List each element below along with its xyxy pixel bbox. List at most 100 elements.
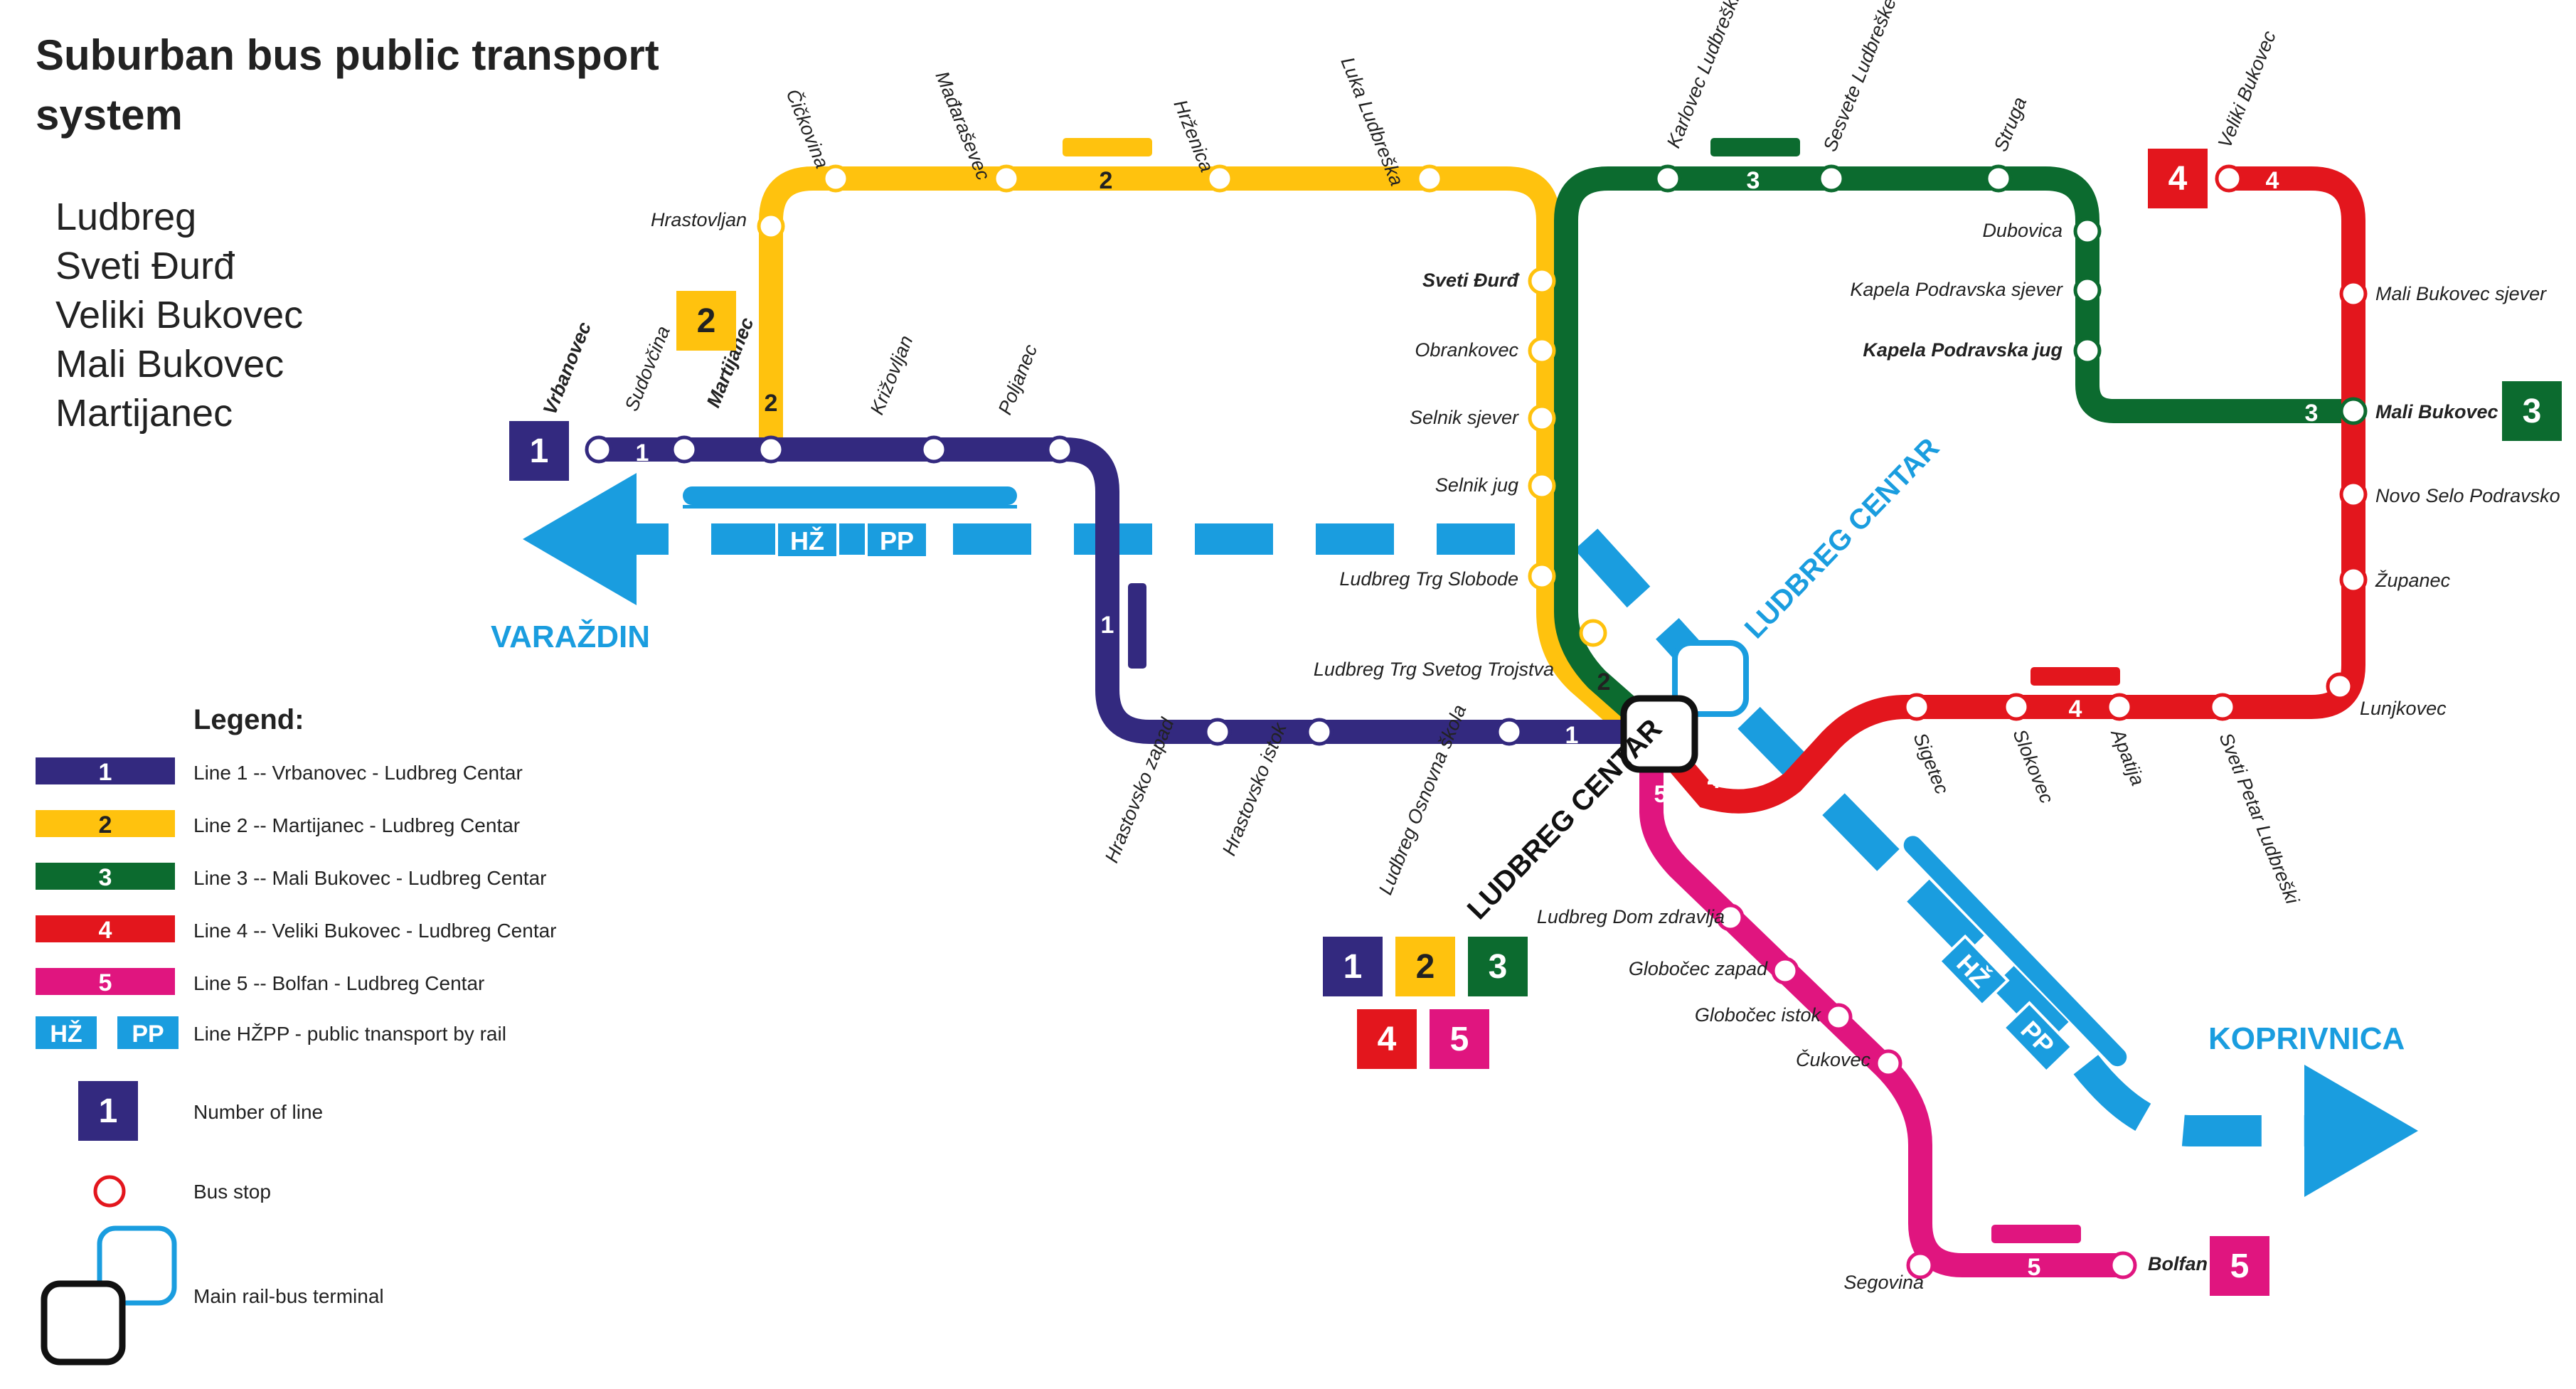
stop-label: Sveti Đurđ xyxy=(1422,270,1521,291)
svg-text:4: 4 xyxy=(1378,1021,1397,1058)
bus-icon xyxy=(2031,667,2120,686)
legend-terminal: Main rail-bus terminal xyxy=(193,1285,384,1307)
svg-text:3: 3 xyxy=(1489,948,1508,986)
bus-icon xyxy=(1991,1225,2081,1243)
bus-stop xyxy=(1045,435,1074,464)
bus-stop xyxy=(1716,903,1745,932)
stop-label: Lunjkovec xyxy=(2360,698,2447,719)
title-line-2: system xyxy=(36,91,183,139)
line-5 xyxy=(1639,750,2123,1277)
stop-label: Poljanec xyxy=(994,341,1042,418)
line-badge-2 xyxy=(676,291,736,351)
svg-text:3: 3 xyxy=(99,864,112,891)
line-number-squares: 1 2 3 4 5 1 2 3 4 5 xyxy=(509,149,2562,1296)
stop-label: Apatija xyxy=(2107,725,2149,789)
svg-text:1: 1 xyxy=(99,1092,118,1130)
stop-label: Obrankovec xyxy=(1415,339,1518,361)
line-3 xyxy=(1554,166,2354,742)
stop-label: Segovina xyxy=(1843,1272,1924,1293)
stop-label: Karlovec Ludbreški xyxy=(1663,0,1744,151)
svg-text:2: 2 xyxy=(1416,948,1435,986)
bus-stop xyxy=(1528,267,1556,295)
stop-label: Ludbreg Trg Slobode xyxy=(1339,568,1518,590)
stop-label: Ludbreg Trg Svetog Trojstva xyxy=(1314,659,1554,680)
stop-label: Kapela Podravska sjever xyxy=(1850,279,2063,300)
bus-stop xyxy=(2073,276,2102,304)
svg-text:5: 5 xyxy=(99,969,112,996)
stop-label: Selnik sjever xyxy=(1410,407,1519,428)
svg-text:1: 1 xyxy=(530,432,549,470)
bus-stop xyxy=(1528,472,1556,500)
stop-label: Čukovec xyxy=(1796,1048,1871,1070)
track-number-5: 5 xyxy=(2028,1254,2041,1281)
bus-stop xyxy=(1771,957,1799,985)
stop-label: Sveti Petar Ludbreški xyxy=(2215,730,2303,908)
stop-label: Kapela Podravska jug xyxy=(1863,339,2063,361)
bus-stop xyxy=(2109,1251,2137,1279)
stop-label: Vrbanovec xyxy=(539,319,595,417)
legend-item-rail: Line HŽPP - public tnansport by rail xyxy=(193,1023,506,1045)
stop-label: Mali Bukovec xyxy=(2375,401,2498,422)
bus-stop xyxy=(1415,164,1444,193)
bus-icon xyxy=(1710,138,1800,156)
bus-stop xyxy=(1902,693,1931,721)
bus-stop xyxy=(757,435,785,464)
bus-stop xyxy=(1874,1049,1902,1077)
stop-label: Hrastovljan xyxy=(651,209,747,230)
track-number-5: 5 xyxy=(1654,781,1668,808)
bus-stop xyxy=(1203,718,1232,746)
bus-stop xyxy=(1579,619,1607,647)
arrow-west-icon xyxy=(523,473,637,605)
svg-text:HŽ: HŽ xyxy=(50,1021,82,1048)
svg-text:4: 4 xyxy=(2168,160,2188,198)
stop-label: Sigetec xyxy=(1909,730,1953,797)
rail-badges-east: HŽ PP xyxy=(1937,934,2074,1074)
track-number-3: 3 xyxy=(1622,654,1636,681)
bus-stops xyxy=(585,164,2368,1279)
legend-item-5: Line 5 -- Bolfan - Ludbreg Centar xyxy=(193,972,484,994)
svg-text:5: 5 xyxy=(2230,1247,2250,1285)
bus-stop xyxy=(1528,336,1556,365)
hz-badge xyxy=(775,521,839,559)
city-koprivnica: KOPRIVNICA xyxy=(2208,1021,2405,1056)
stop-label: Globočec istok xyxy=(1695,1004,1822,1026)
municipality-item: Ludbreg xyxy=(55,196,196,238)
bus-stop-icon xyxy=(93,1175,126,1208)
stop-label: Sudovčina xyxy=(621,323,674,414)
stop-label: Veliki Bukovec xyxy=(2214,28,2280,151)
bus-stop xyxy=(1906,1251,1934,1279)
legend: Legend: 1 Line 1 -- Vrbanovec - Ludbreg … xyxy=(36,704,557,1366)
rail-line: VARAŽDIN KOPRIVNICA HŽ PP HŽ PP xyxy=(491,473,2418,1197)
line-badge-3 xyxy=(2502,381,2562,441)
stop-label: Slokovec xyxy=(2008,726,2058,807)
legend-number-of-line: Number of line xyxy=(193,1101,323,1123)
rail-terminal-label: LUDBREG CENTAR xyxy=(1739,432,1946,645)
bus-stop xyxy=(2339,480,2368,509)
municipality-list: Ludbreg Sveti Đurđ Veliki Bukovec Mali B… xyxy=(55,196,303,435)
svg-text:1: 1 xyxy=(99,759,112,786)
bus-stop xyxy=(1205,164,1234,193)
stop-label: Mali Bukovec sjever xyxy=(2375,283,2547,304)
stop-label: Županec xyxy=(2375,569,2451,591)
bus-stop xyxy=(1824,1003,1853,1031)
bus-stop xyxy=(2002,693,2031,721)
bus-stop xyxy=(585,435,613,464)
line-1 xyxy=(599,437,1636,744)
bus-stop xyxy=(2208,693,2237,721)
stop-label: Novo Selo Podravsko xyxy=(2375,485,2560,506)
bus-stop xyxy=(2339,280,2368,308)
stop-label: Struga xyxy=(1990,94,2031,154)
bus-stop xyxy=(1528,562,1556,590)
stop-label: Selnik jug xyxy=(1435,474,1518,496)
bus-icon xyxy=(1128,583,1146,669)
stop-label: Ludbreg Dom zdravlja xyxy=(1537,906,1725,927)
legend-item-1: Line 1 -- Vrbanovec - Ludbreg Centar xyxy=(193,762,523,784)
bus-stop xyxy=(1817,164,1846,193)
svg-text:4: 4 xyxy=(99,917,112,944)
track-number-1: 1 xyxy=(1101,612,1114,639)
bus-stop xyxy=(2326,672,2354,701)
city-varazdin: VARAŽDIN xyxy=(491,619,650,654)
svg-text:PP: PP xyxy=(132,1021,164,1048)
track-number-2: 2 xyxy=(765,390,778,417)
